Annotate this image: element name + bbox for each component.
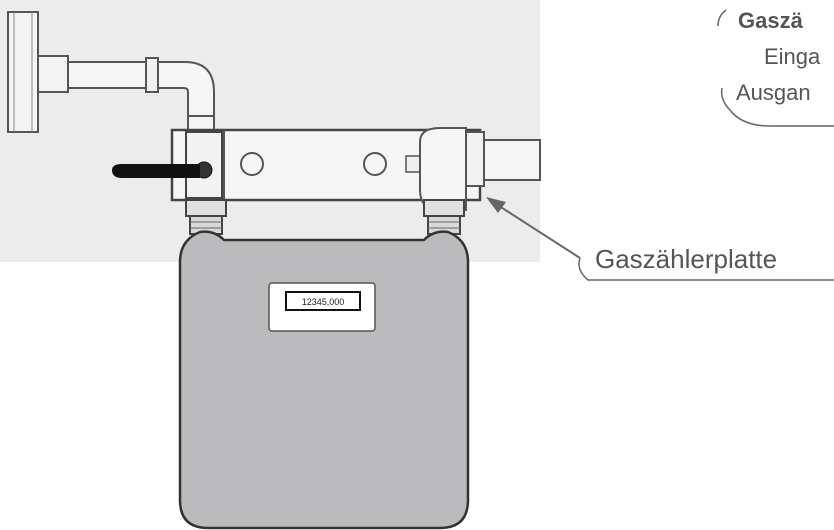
outlet-fitting xyxy=(405,127,541,211)
callout-top-line1: Einga xyxy=(764,44,821,69)
coupling-right xyxy=(423,199,465,235)
valve-handle xyxy=(112,164,200,178)
meter-display: 12345,000 xyxy=(268,282,376,332)
callout-top: Gaszä Einga Ausgan xyxy=(717,8,834,127)
callout-plate-arrow-line xyxy=(495,203,581,259)
callout-plate-arrowhead xyxy=(486,197,506,213)
callout-plate-label: Gaszählerplatte xyxy=(595,244,777,274)
wall-flange xyxy=(7,11,39,133)
coupling-left xyxy=(185,199,227,235)
callout-top-title: Gaszä xyxy=(738,8,804,33)
inlet-pipe-horizontal xyxy=(37,55,215,119)
gas-meter-body xyxy=(178,230,470,530)
callout-plate: Gaszählerplatte xyxy=(486,197,834,281)
meter-reading: 12345,000 xyxy=(302,297,345,307)
callout-top-line2: Ausgan xyxy=(736,80,811,105)
